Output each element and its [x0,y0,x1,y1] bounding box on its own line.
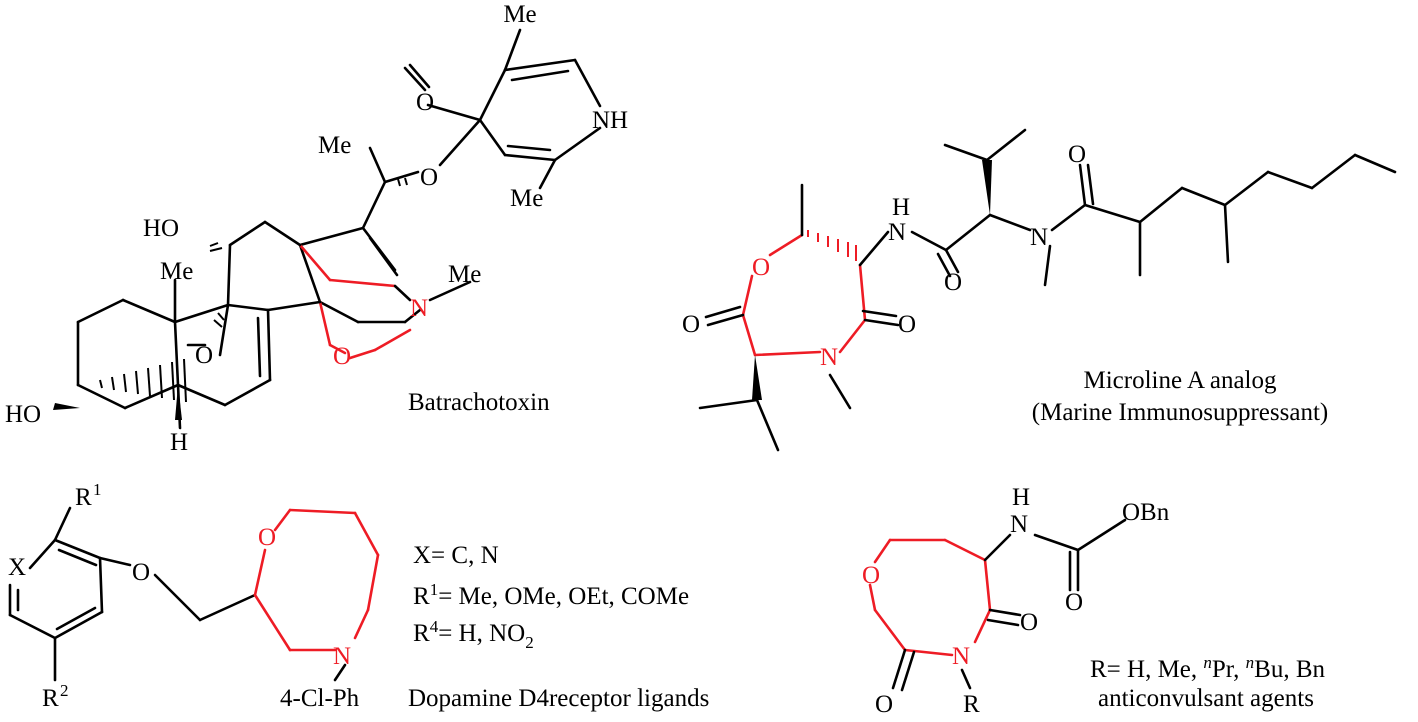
atom-o: O [862,562,880,589]
atom-r: R [963,691,980,718]
dopamine-structure: R 1 X O O N R 2 4-Cl-Ph X= C, N R1= Me, … [8,480,709,712]
batrachotoxin-structure: Me Me O O NH Me HO Me O N Me O HO H Batr… [5,1,628,456]
atom-h: H [1012,484,1030,511]
atom-nh: NH [592,107,628,134]
atom-o: O [333,343,351,370]
r1-definition: R1= Me, OMe, OEt, COMe [413,580,689,610]
aryl-label: 4-Cl-Ph [280,685,360,712]
atom-me: Me [503,1,536,28]
microline-sublabel: (Marine Immunosuppressant) [1032,399,1328,426]
atom-n: N [410,295,428,322]
atom-h: H [892,194,910,221]
atom-o: O [1068,141,1086,168]
atom-me: Me [160,258,193,285]
atom-o: O [1065,589,1083,616]
r-definition: R= H, Me, nPr, nBu, Bn [1090,653,1325,683]
atom-n: N [1010,511,1028,538]
microline-structure: H N O O O N O N O Microline A analog (Ma… [682,128,1397,452]
atom-o: O [944,269,962,296]
atom-r: R [42,685,59,712]
atom-o: O [1020,609,1038,636]
atom-o: O [752,254,770,281]
anticonvulsant-structure: H N OBn O O O N O R R= H, Me, nPr, nBu, … [862,484,1325,718]
atom-me: Me [318,132,351,159]
atom-o: O [416,89,434,116]
atom-n: N [333,643,351,670]
atom-me: Me [448,261,481,288]
atom-o: O [195,342,213,369]
dopamine-label: Dopamine D4receptor ligands [408,685,709,712]
atom-o: O [875,691,893,718]
atom-o: O [898,311,916,338]
atom-o: O [682,311,700,338]
atom-r-superscript: 1 [93,480,102,499]
batrachotoxin-label: Batrachotoxin [408,389,550,416]
atom-obn: OBn [1122,499,1170,526]
atom-n: N [820,344,838,371]
x-definition: X= C, N [413,542,499,569]
atom-o: O [132,559,150,586]
atom-x: X [8,554,26,581]
atom-ho: HO [143,215,179,242]
anticonvulsant-label: anticonvulsant agents [1098,685,1314,712]
atom-me: Me [510,185,543,212]
atom-o: O [420,164,438,191]
r4-definition: R4= H, NO2 [413,617,534,652]
atom-r-superscript: 2 [60,681,69,700]
microline-label: Microline A analog [1083,367,1277,394]
atom-o: O [258,524,276,551]
atom-ho: HO [5,401,41,428]
atom-n: N [888,219,906,246]
atom-n: N [952,643,970,670]
atom-n: N [1030,224,1048,251]
atom-r: R [75,484,92,511]
atom-h: H [170,429,188,456]
